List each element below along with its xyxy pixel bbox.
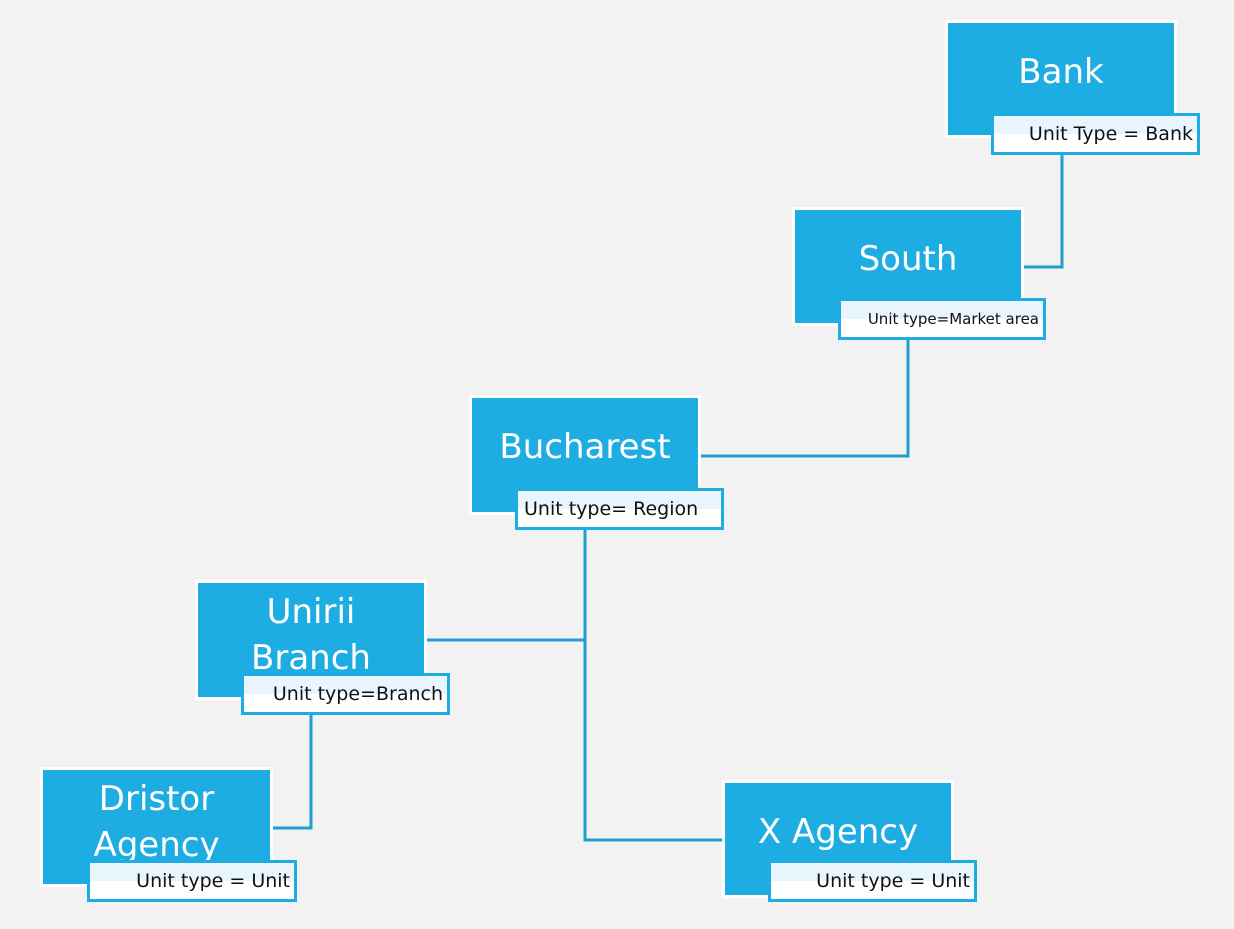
unit-type-label-dristor-agency: Unit type = Unit <box>87 860 297 902</box>
unit-type-label-south: Unit type=Market area <box>838 298 1046 340</box>
connector-unirii-dristor <box>273 715 313 830</box>
node-title: Bucharest <box>499 427 671 467</box>
connector-bank-south <box>1024 154 1064 269</box>
node-title: South <box>858 239 958 279</box>
connector-bucharest-x-agency <box>583 530 722 842</box>
unit-type-label-unirii-branch: Unit type=Branch <box>241 673 450 715</box>
node-title: Dristor Agency <box>93 779 220 865</box>
node-south[interactable]: South <box>792 207 1024 326</box>
node-title: Unirii Branch <box>251 592 371 678</box>
node-title: Bank <box>1018 52 1104 92</box>
unit-type-label-bucharest: Unit type= Region <box>515 488 724 530</box>
connector-south-bucharest <box>701 340 910 458</box>
node-title: X Agency <box>757 812 919 852</box>
unit-type-label-bank: Unit Type = Bank <box>991 113 1200 155</box>
unit-type-label-x-agency: Unit type = Unit <box>768 860 977 902</box>
